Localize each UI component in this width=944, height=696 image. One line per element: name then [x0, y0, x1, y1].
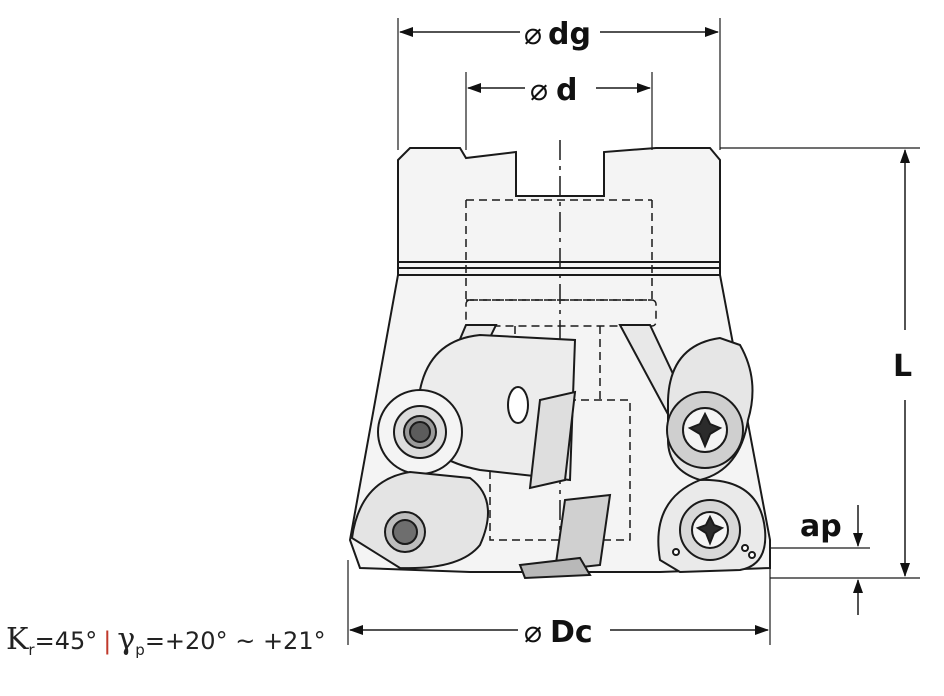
kappa-symbol: K [6, 622, 29, 657]
dim-dc-label: Dc [550, 615, 593, 650]
cutting-angles-spec: Kr=45°|γp=+20° ~ +21° [6, 620, 326, 660]
extension-lines [347, 18, 920, 645]
gamma-value: =+20° ~ +21° [144, 627, 326, 655]
dim-d-symbol: ⌀ [530, 73, 548, 108]
dim-dg-label: dg [548, 17, 591, 52]
insert-front [507, 386, 612, 580]
kappa-subscript: r [28, 641, 35, 659]
dim-l-label: L [893, 349, 912, 384]
dimension-lines [349, 27, 910, 635]
insert-left-lower [350, 470, 489, 570]
dim-dg-symbol: ⌀ [524, 17, 542, 52]
insert-right-upper [666, 336, 754, 482]
spec-separator: | [103, 627, 112, 655]
insert-right-lower [657, 478, 767, 574]
dim-dc-symbol: ⌀ [524, 615, 542, 650]
dim-ap-label: ap [800, 509, 842, 544]
kappa-value: =45° [34, 627, 98, 655]
gamma-symbol: γ [117, 622, 136, 657]
dim-d-label: d [556, 73, 577, 108]
gamma-subscript: p [135, 641, 145, 659]
insert-pocket-left-upper [377, 333, 577, 482]
